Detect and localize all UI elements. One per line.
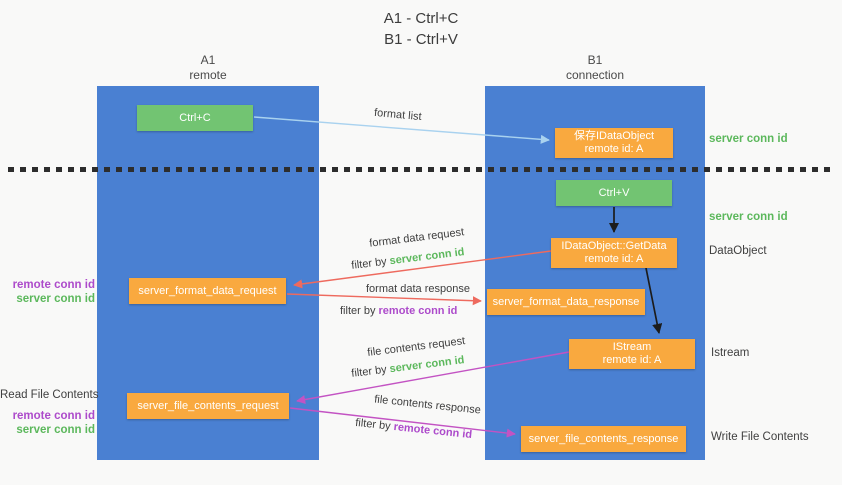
file-contents-response-label: file contents response bbox=[373, 393, 482, 417]
istream-box: IStream remote id: A bbox=[569, 339, 695, 369]
diagram-title: A1 - Ctrl+C B1 - Ctrl+V bbox=[0, 8, 842, 50]
format-list-label: format list bbox=[373, 106, 423, 124]
format-response-label: server_format_data_response bbox=[492, 295, 640, 308]
write-file-contents-annotation: Write File Contents bbox=[711, 431, 809, 443]
format-data-response-label: format data response bbox=[366, 283, 470, 295]
istream-line2: remote id: A bbox=[602, 354, 662, 366]
server-file-contents-response-box: server_file_contents_response bbox=[521, 426, 686, 452]
server-conn-id-annotation-left-2: server conn id bbox=[16, 424, 95, 436]
column-header-b1: B1 connection bbox=[485, 53, 705, 82]
server-conn-id-annotation-left-1: server conn id bbox=[16, 293, 95, 305]
title-line-ctrl-c: A1 - Ctrl+C bbox=[383, 10, 459, 27]
remote-conn-id-text: remote conn id bbox=[392, 420, 473, 442]
format-data-request-label: format data request bbox=[368, 226, 465, 250]
filter-by-text: filter by bbox=[350, 363, 391, 380]
dataobject-annotation: DataObject bbox=[709, 245, 767, 257]
server-conn-id-annotation-mid: server conn id bbox=[709, 211, 788, 223]
getdata-line1: IDataObject::GetData bbox=[561, 240, 667, 252]
read-file-contents-annotation: Read File Contents bbox=[0, 389, 99, 401]
idataobject-getdata-box: IDataObject::GetData remote id: A bbox=[551, 238, 677, 268]
filter-by-server-conn-id-label-1: filter by server conn id bbox=[351, 246, 465, 272]
filter-by-remote-conn-id-label-1: filter by remote conn id bbox=[340, 305, 457, 317]
filter-by-text: filter by bbox=[354, 416, 395, 433]
remote-conn-id-annotation-left-2: remote conn id bbox=[12, 410, 95, 422]
column-a-role: remote bbox=[189, 67, 227, 82]
server-conn-id-text: server conn id bbox=[388, 246, 466, 268]
server-format-data-request-box: server_format_data_request bbox=[129, 278, 286, 304]
save-idataobject-line2: remote id: A bbox=[584, 143, 644, 155]
column-b-role: connection bbox=[565, 67, 625, 82]
server-conn-id-text: server conn id bbox=[388, 354, 466, 376]
istream-line1: IStream bbox=[612, 341, 652, 353]
title-line-ctrl-v: B1 - Ctrl+V bbox=[384, 31, 458, 48]
ctrl-c-label: Ctrl+C bbox=[179, 111, 211, 124]
filter-by-text: filter by bbox=[350, 255, 391, 272]
format-request-label: server_format_data_request bbox=[138, 284, 277, 297]
file-response-label: server_file_contents_response bbox=[528, 432, 679, 445]
istream-annotation: Istream bbox=[711, 347, 750, 359]
remote-conn-id-annotation-left-1: remote conn id bbox=[12, 279, 95, 291]
filter-by-text: filter by bbox=[340, 305, 379, 317]
server-conn-id-annotation-top: server conn id bbox=[709, 133, 788, 145]
session-divider-dotted-line bbox=[8, 167, 834, 172]
ctrl-v-label: Ctrl+V bbox=[598, 186, 630, 199]
server-format-data-response-box: server_format_data_response bbox=[487, 289, 645, 315]
getdata-line2: remote id: A bbox=[584, 253, 644, 265]
save-idataobject-box: 保存IDataObject remote id: A bbox=[555, 128, 673, 158]
remote-conn-id-text: remote conn id bbox=[378, 305, 458, 317]
filter-by-remote-conn-id-label-2: filter by remote conn id bbox=[355, 417, 473, 441]
column-header-a1: A1 remote bbox=[97, 53, 319, 82]
column-a-name: A1 bbox=[200, 53, 216, 67]
file-request-label: server_file_contents_request bbox=[137, 399, 279, 412]
ctrl-v-box: Ctrl+V bbox=[556, 180, 672, 206]
save-idataobject-line1: 保存IDataObject bbox=[573, 130, 655, 142]
server-file-contents-request-box: server_file_contents_request bbox=[127, 393, 289, 419]
ctrl-c-box: Ctrl+C bbox=[137, 105, 253, 131]
column-b-name: B1 bbox=[587, 53, 603, 67]
